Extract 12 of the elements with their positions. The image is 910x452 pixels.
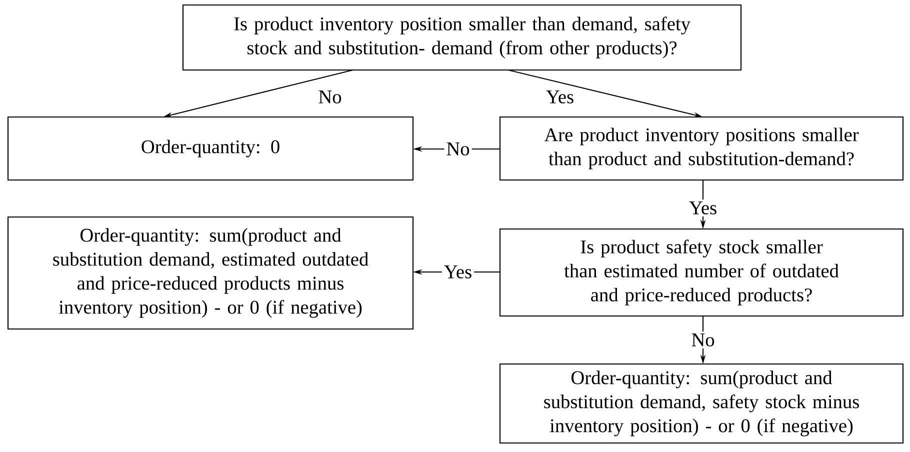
edge-label: Yes <box>544 88 576 106</box>
edge-label: Yes <box>686 200 720 216</box>
edge-label: No <box>316 88 344 106</box>
process-box: Order-quantity: sum(product and substitution demand, estimated outdated and price-reduced products minus inventory position) - or 0 (if negative) <box>7 216 414 330</box>
edge-label: No <box>444 140 472 158</box>
process-box: Is product safety stock smaller than estimated number of outdated and price-reduced products? <box>499 228 904 317</box>
process-box: Order-quantity: sum(product and substitution demand, safety stock minus inventory position) - or 0 (if negative) <box>499 363 904 444</box>
process-box: Is product inventory position smaller than demand, safety stock and substitution- demand (from other products)? <box>182 4 742 71</box>
process-box: Order-quantity: 0 <box>7 116 414 181</box>
process-box: Are product inventory positions smaller than product and substitution-demand? <box>499 116 904 181</box>
edge-label: Yes <box>442 264 474 280</box>
edge-label: No <box>689 332 717 348</box>
